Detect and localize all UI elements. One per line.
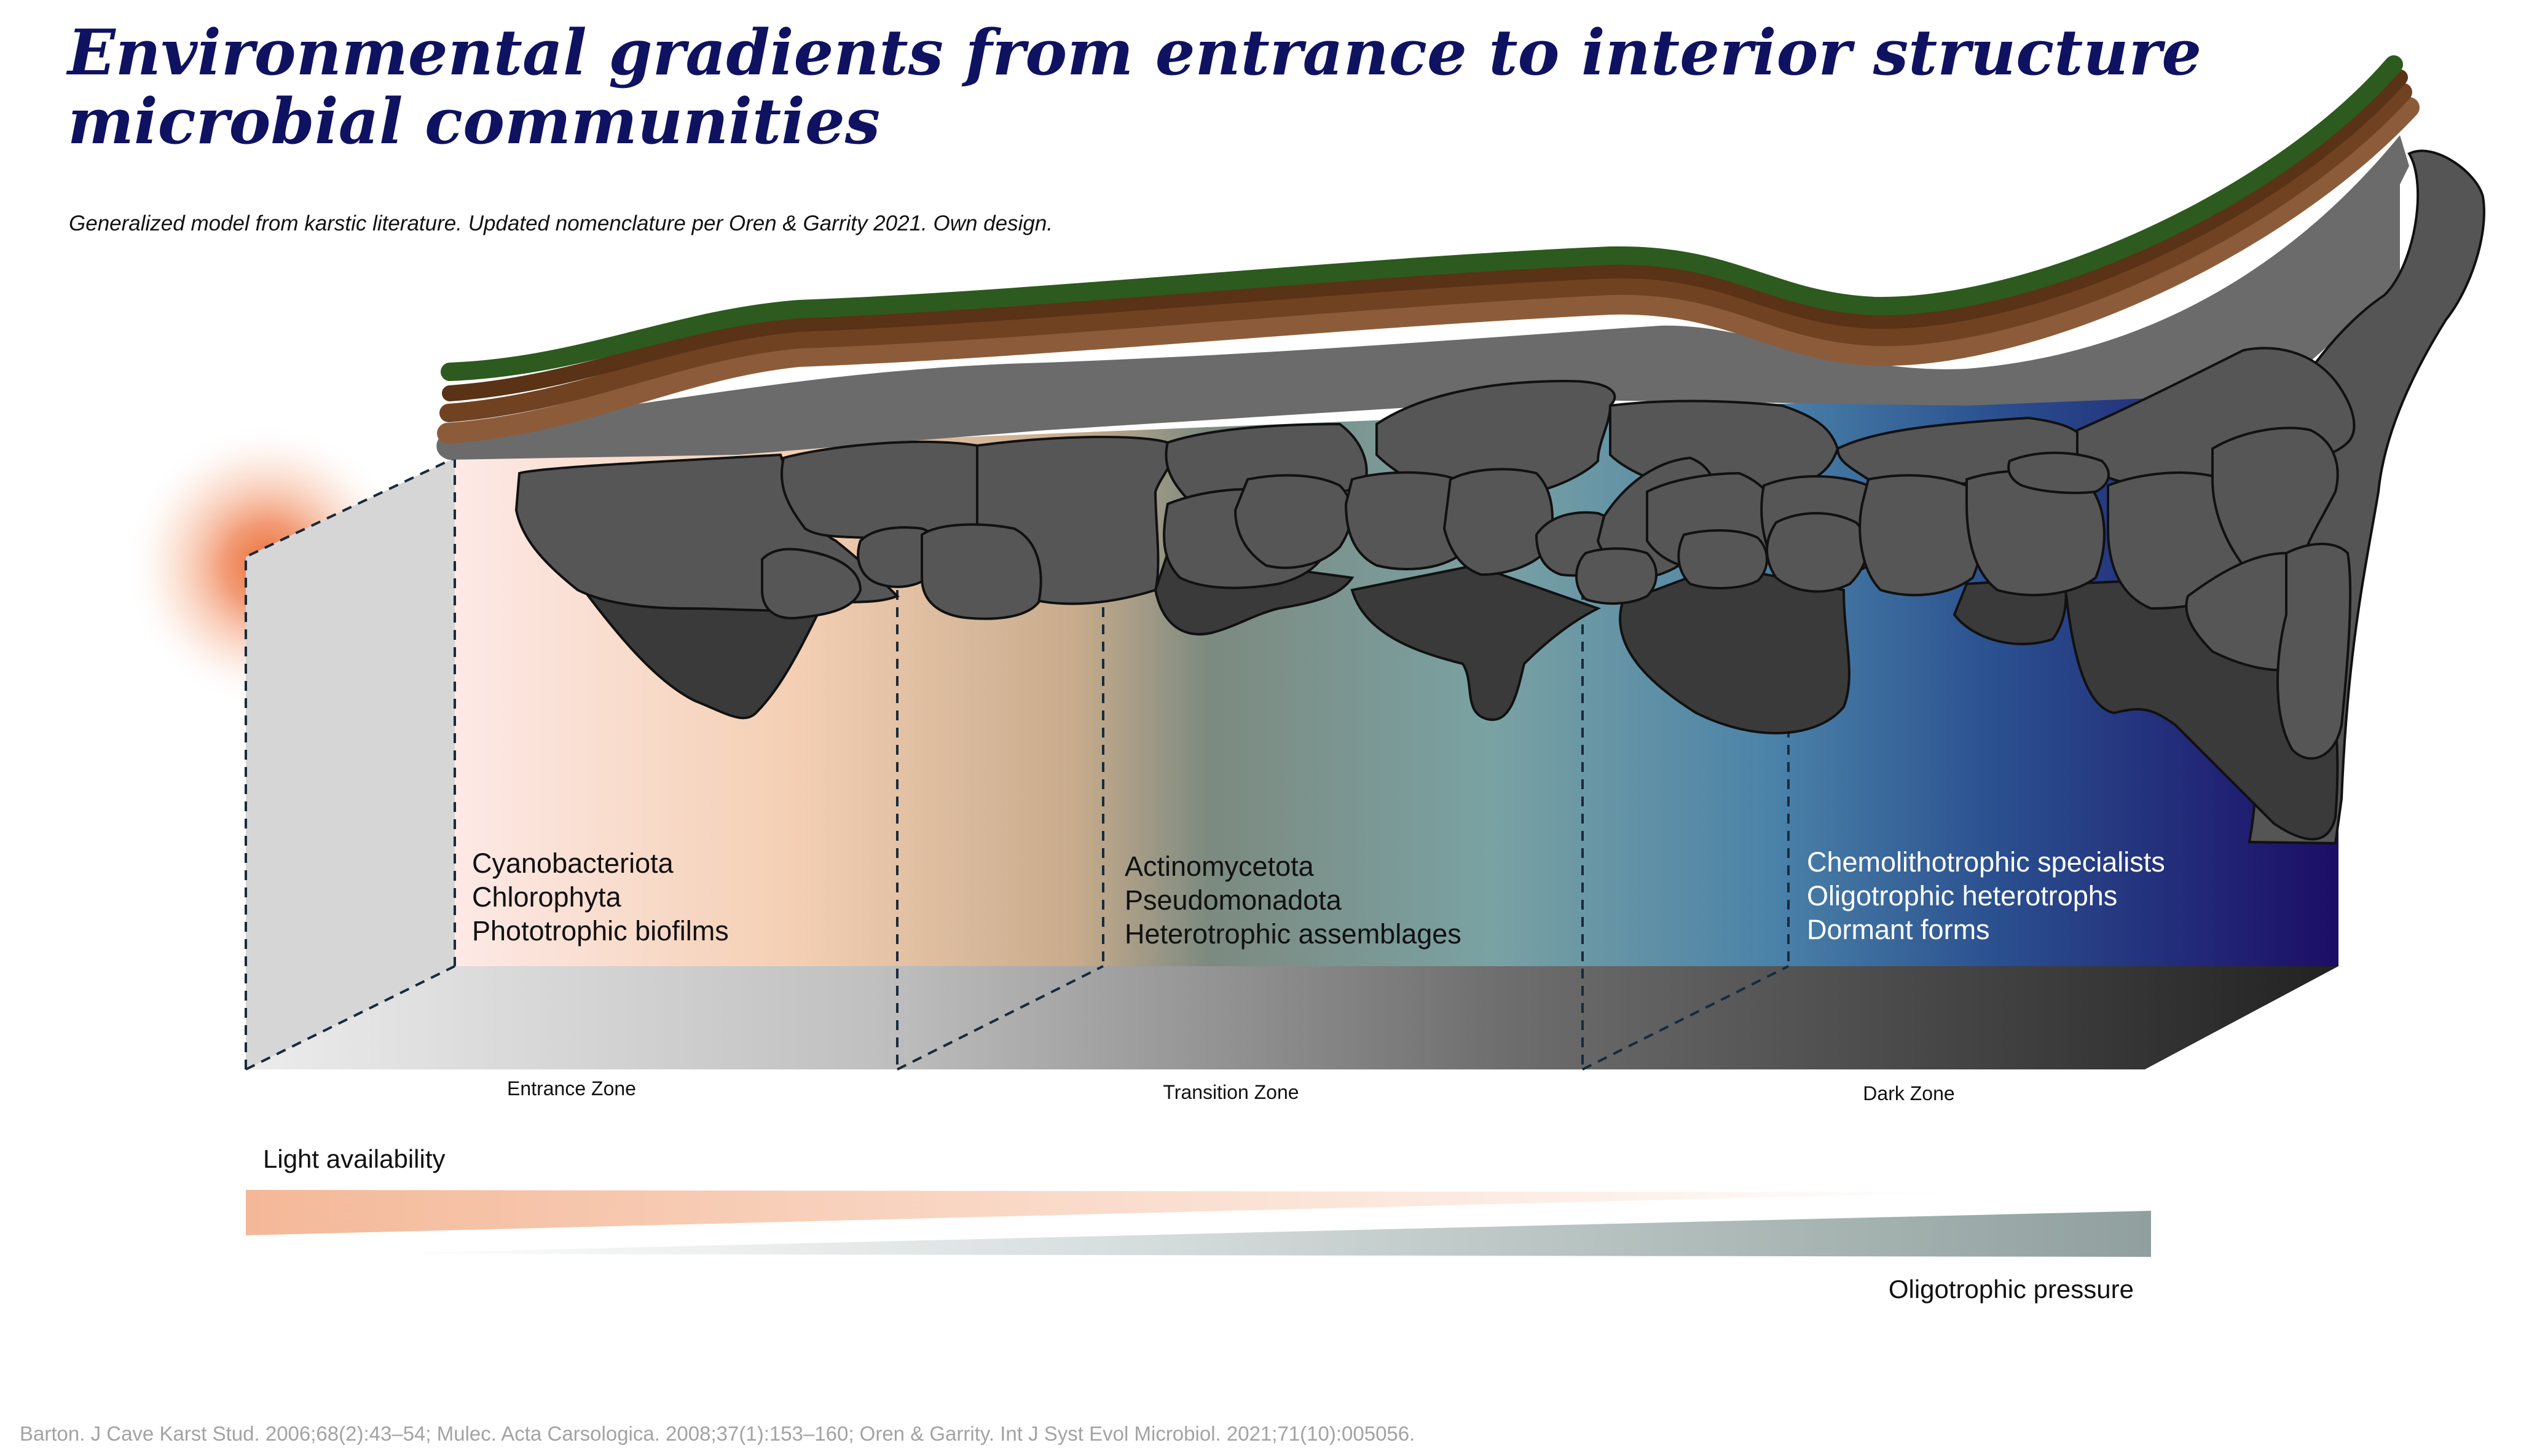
oligotrophic-pressure-label: Oligotrophic pressure — [1889, 1275, 2134, 1304]
dark-taxon-2: Oligotrophic heterotrophs — [1807, 880, 2117, 911]
transition-zone-taxa: Actinomycetota Pseudomonadota Heterotrop… — [1125, 851, 1461, 950]
dark-taxon-3: Dormant forms — [1807, 914, 1990, 945]
transition-taxon-3: Heterotrophic assemblages — [1125, 918, 1461, 950]
cave-floor — [246, 966, 2338, 1069]
entrance-taxon-2: Chlorophyta — [472, 881, 622, 913]
zone-frame-lines — [245, 457, 1790, 1071]
zone-label-entrance: Entrance Zone — [507, 1077, 636, 1100]
surface-strata — [436, 55, 2420, 460]
page-subtitle: Generalized model from karstic literatur… — [69, 211, 1053, 235]
zone-label-transition: Transition Zone — [1163, 1081, 1299, 1103]
transition-taxon-1: Actinomycetota — [1125, 851, 1315, 882]
light-availability-bar — [246, 1190, 1967, 1235]
ceiling-rocks — [514, 347, 2356, 760]
dark-taxon-1: Chemolithotrophic specialists — [1807, 846, 2165, 878]
light-availability-label: Light availability — [263, 1144, 446, 1173]
entrance-side-wall — [246, 458, 455, 1069]
zone-label-dark: Dark Zone — [1863, 1082, 1954, 1104]
entrance-taxon-3: Phototrophic biofilms — [472, 915, 729, 946]
entrance-zone-taxa: Cyanobacteriota Chlorophyta Phototrophic… — [472, 848, 729, 946]
entrance-taxon-1: Cyanobacteriota — [472, 848, 674, 879]
dark-zone-taxa: Chemolithotrophic specialists Oligotroph… — [1807, 846, 2165, 945]
transition-taxon-2: Pseudomonadota — [1125, 884, 1342, 916]
page-title: Environmental gradients from entrance to… — [68, 16, 2202, 159]
references-footer: Barton. J Cave Karst Stud. 2006;68(2):43… — [20, 1422, 1415, 1445]
oligotrophic-pressure-bar — [369, 1211, 2151, 1257]
